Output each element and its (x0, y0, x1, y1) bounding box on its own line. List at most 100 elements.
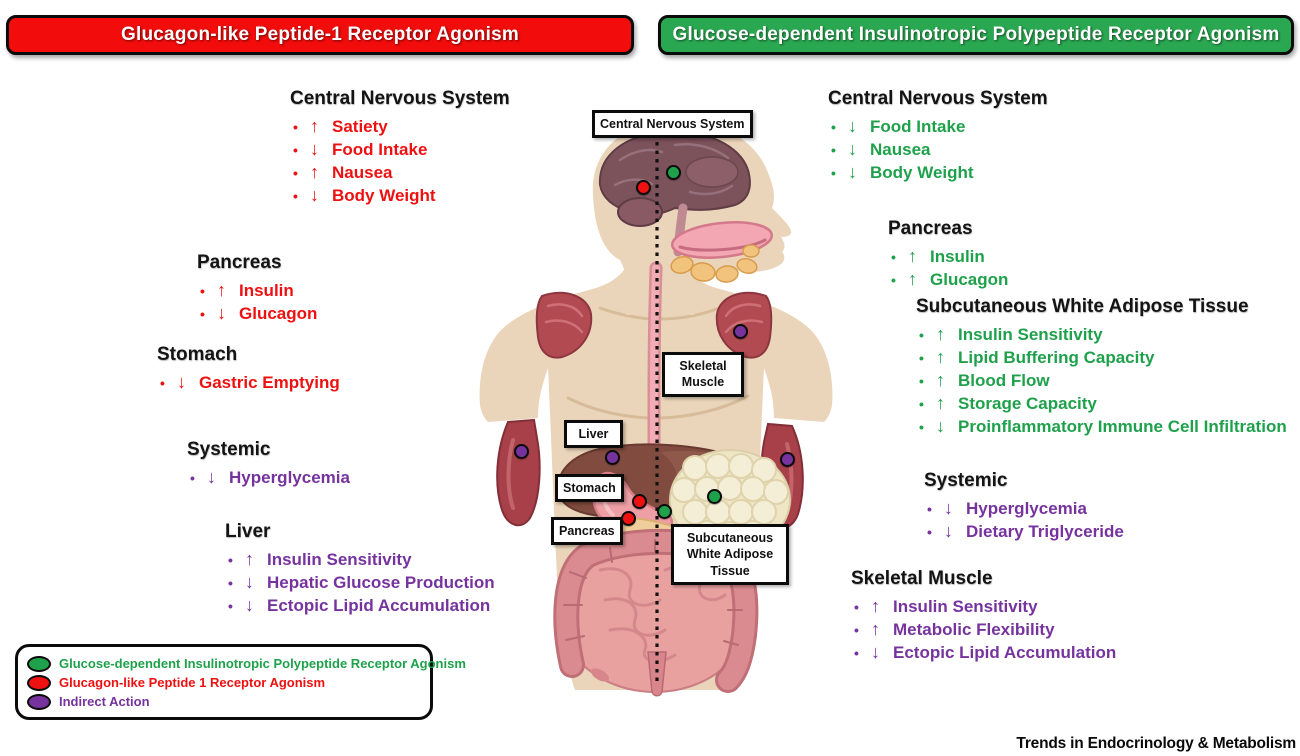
bullet-dot: • (831, 164, 836, 181)
decrease-arrow-icon: ↓ (217, 303, 226, 323)
gip-muscle-item: •↑Metabolic Flexibility (854, 618, 1116, 641)
gip-swat-title: Subcutaneous White Adipose Tissue (916, 296, 1249, 317)
bullet-dot: • (200, 305, 205, 322)
decrease-arrow-icon: ↓ (310, 185, 319, 205)
legend-item-purple: Indirect Action (27, 692, 420, 711)
increase-arrow-icon: ↑ (217, 280, 226, 300)
legend-label: Glucose-dependent Insulinotropic Polypep… (59, 656, 466, 671)
increase-arrow-icon: ↑ (936, 324, 945, 344)
effect-label: Insulin (239, 280, 294, 300)
effect-label: Ectopic Lipid Accumulation (267, 595, 491, 615)
bullet-dot: • (919, 418, 924, 435)
glp1-pancreas-item: •↓Glucagon (200, 302, 317, 325)
marker-right-arm-muscle (780, 452, 795, 467)
gip-systemic-title: Systemic (924, 470, 1008, 491)
gip-systemic-item: •↓Hyperglycemia (927, 497, 1124, 520)
bullet-dot: • (927, 523, 932, 540)
marker-gip-brain (666, 165, 681, 180)
glp1-cns-item: •↑Satiety (293, 115, 510, 138)
effect-label: Body Weight (332, 185, 436, 205)
gip-swat-section: Subcutaneous White Adipose Tissue •↑Insul… (916, 297, 1287, 438)
bullet-dot: • (293, 187, 298, 204)
gip-banner: Glucose-dependent Insulinotropic Polypep… (658, 15, 1294, 55)
salivary-glands (670, 244, 760, 283)
increase-arrow-icon: ↑ (310, 162, 319, 182)
pancreas-organ-label: Pancreas (551, 517, 623, 546)
increase-arrow-icon: ↑ (310, 116, 319, 136)
bullet-dot: • (228, 574, 233, 591)
cns-organ-label: Central Nervous System (592, 110, 753, 139)
glp1-systemic-section: Systemic•↓Hyperglycemia (187, 440, 350, 489)
journal-credit: Trends in Endocrinology & Metabolism (1016, 735, 1296, 752)
gip-pancreas-list: •↑Insulin•↑Glucagon (888, 245, 1008, 291)
bullet-dot: • (831, 141, 836, 158)
glp1-pancreas-section: Pancreas•↑Insulin•↓Glucagon (197, 253, 317, 325)
gip-systemic-section: Systemic •↓Hyperglycemia•↓Dietary Triglyc… (924, 471, 1124, 543)
bullet-dot: • (919, 395, 924, 412)
increase-arrow-icon: ↑ (936, 370, 945, 390)
effect-label: Insulin (930, 246, 985, 266)
bullet-dot: • (919, 349, 924, 366)
effect-label: Lipid Buffering Capacity (958, 347, 1155, 367)
gip-swat-item: •↑Insulin Sensitivity (919, 323, 1287, 346)
gip-pancreas-item: •↑Glucagon (891, 268, 1008, 291)
gip-systemic-list: •↓Hyperglycemia•↓Dietary Triglyceride (924, 497, 1124, 543)
human-body-illustration (479, 120, 833, 697)
glp1-pancreas-item: •↑Insulin (200, 279, 317, 302)
gip-cns-list: •↓Food Intake•↓Nausea•↓Body Weight (828, 115, 1048, 184)
marker-adipose (707, 489, 722, 504)
marker-left-arm-muscle (514, 444, 529, 459)
glp1-banner: Glucagon-like Peptide-1 Receptor Agonism (6, 15, 634, 55)
glp1-cns-item: • ↑ Nausea (293, 161, 510, 184)
glp1-cns-section: Central Nervous System•↑Satiety•↓Food In… (290, 89, 510, 207)
effect-label: Nausea (870, 139, 931, 159)
marker-shoulder-muscle (733, 324, 748, 339)
effect-label: Food Intake (332, 139, 428, 159)
legend-label: Indirect Action (59, 694, 150, 709)
bullet-dot: • (927, 500, 932, 517)
legend-item-red: Glucagon-like Peptide 1 Receptor Agonism (27, 673, 420, 692)
gip-cns-item: •↓Food Intake (831, 115, 1048, 138)
gip-swat-item: • ↑ Lipid Buffering Capacity (919, 346, 1287, 369)
bullet-dot: • (293, 118, 298, 135)
glp1-liver-item: •↑Insulin Sensitivity (228, 548, 495, 571)
effect-label: Blood Flow (958, 370, 1050, 390)
bullet-dot: • (190, 469, 195, 486)
glp1-systemic-list: •↓Hyperglycemia (187, 466, 350, 489)
effect-label: Gastric Emptying (199, 372, 340, 392)
increase-arrow-icon: ↑ (871, 596, 880, 616)
decrease-arrow-icon: ↓ (848, 116, 857, 136)
bullet-dot: • (293, 164, 298, 181)
glp1-stomach-title: Stomach (157, 344, 238, 365)
glp1-cns-title: Central Nervous System (290, 88, 510, 109)
effect-label: Dietary Triglyceride (966, 521, 1124, 541)
bullet-dot: • (854, 598, 859, 615)
gip-swat-list: •↑Insulin Sensitivity • ↑ Lipid Buffering C… (916, 323, 1287, 438)
marker-intestine (657, 504, 672, 519)
increase-arrow-icon: ↑ (908, 269, 917, 289)
glp1-liver-item: •↓Ectopic Lipid Accumulation (228, 594, 495, 617)
bullet-dot: • (854, 621, 859, 638)
marker-pancreas (621, 511, 636, 526)
gip-swat-item: •↑Storage Capacity (919, 392, 1287, 415)
gip-swat-item: •↑Blood Flow (919, 369, 1287, 392)
legend-box: Glucose-dependent Insulinotropic Polypep… (15, 644, 466, 720)
gip-swat-item: •↓Proinflammatory Immune Cell Infiltrati… (919, 415, 1287, 438)
marker-stomach (632, 494, 647, 509)
effect-label: Insulin Sensitivity (893, 596, 1038, 616)
increase-arrow-icon: ↑ (936, 347, 945, 367)
effect-label: Nausea (332, 162, 393, 182)
effect-label: Body Weight (870, 162, 974, 182)
glp1-systemic-item: •↓Hyperglycemia (190, 466, 350, 489)
bullet-dot: • (228, 551, 233, 568)
glp1-stomach-section: Stomach•↓Gastric Emptying (157, 345, 340, 394)
glp1-cns-list: •↑Satiety•↓Food Intake•↑Nausea•↓Body Wei… (290, 115, 510, 207)
bullet-dot: • (854, 644, 859, 661)
marker-liver (605, 450, 620, 465)
glp1-banner-label: Glucagon-like Peptide-1 Receptor Agonism (121, 24, 519, 45)
decrease-arrow-icon: ↓ (245, 595, 254, 615)
effect-label: Metabolic Flexibility (893, 619, 1055, 639)
red-dot-icon (27, 674, 51, 691)
gip-muscle-title: Skeletal Muscle (851, 568, 993, 589)
purple-dot-icon (27, 693, 51, 710)
